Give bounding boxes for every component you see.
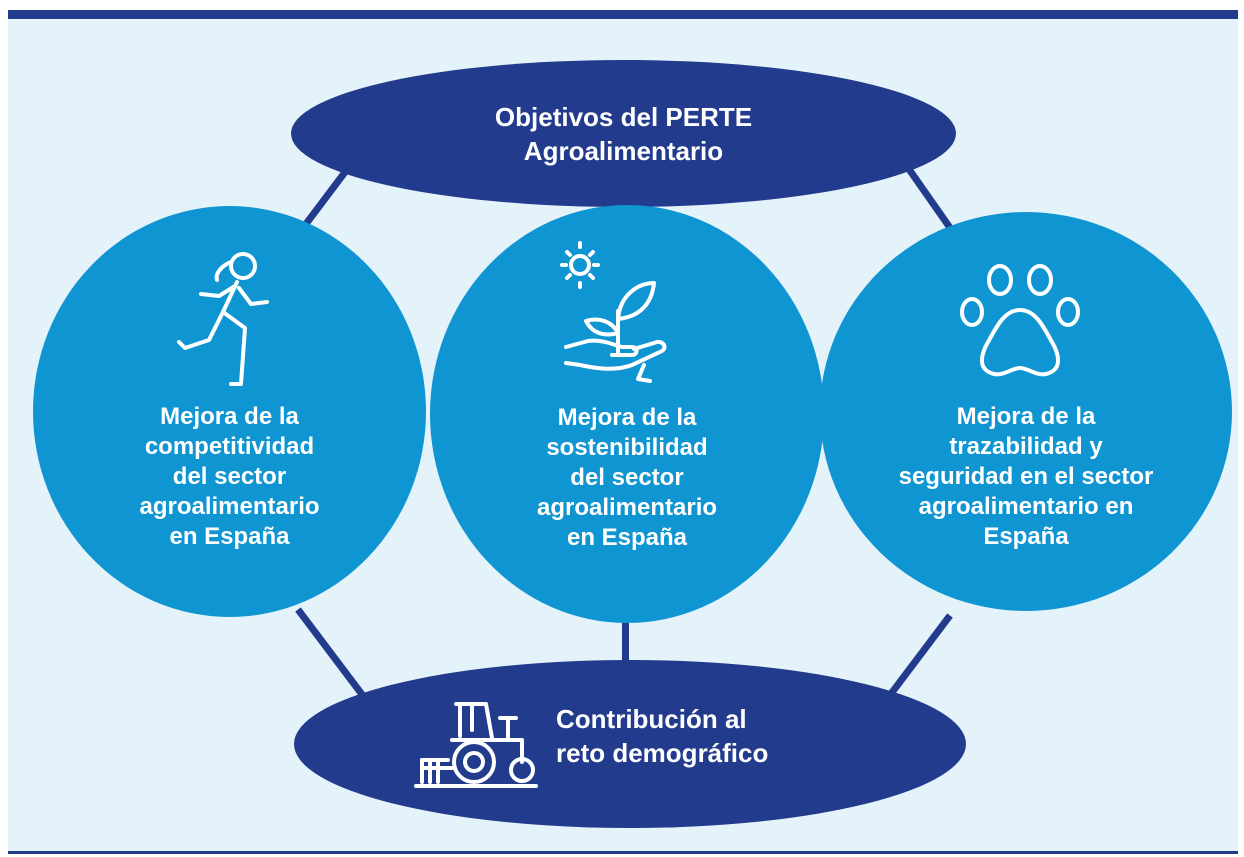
objectives-header-title: Objetivos del PERTE Agroalimentario — [494, 101, 753, 166]
runner-icon — [177, 252, 269, 386]
objective-traceability-label: Mejora de la trazabilidad y seguridad en… — [898, 403, 1154, 550]
connector-bottom-center — [622, 620, 629, 665]
bottom-border — [8, 851, 1238, 854]
objective-competitiveness: Mejora de la competitividad del sector a… — [33, 206, 426, 617]
objective-sustainability-label: Mejora de la sostenibilidad del sector a… — [536, 404, 718, 551]
top-border — [8, 10, 1238, 19]
tractor-icon — [414, 702, 538, 788]
objective-competitiveness-label: Mejora de la competitividad del sector a… — [139, 403, 320, 550]
demographic-title: Contribución al reto demográfico — [556, 704, 769, 768]
objective-sustainability: Mejora de la sostenibilidad del sector a… — [430, 205, 824, 623]
objective-traceability: Mejora de la trazabilidad y seguridad en… — [820, 212, 1232, 611]
demographic-ellipse: Contribución al reto demográfico — [294, 660, 966, 828]
objectives-header-ellipse: Objetivos del PERTE Agroalimentario — [291, 60, 956, 207]
plant-hand-sun-icon — [560, 241, 667, 383]
paw-icon — [960, 264, 1080, 377]
